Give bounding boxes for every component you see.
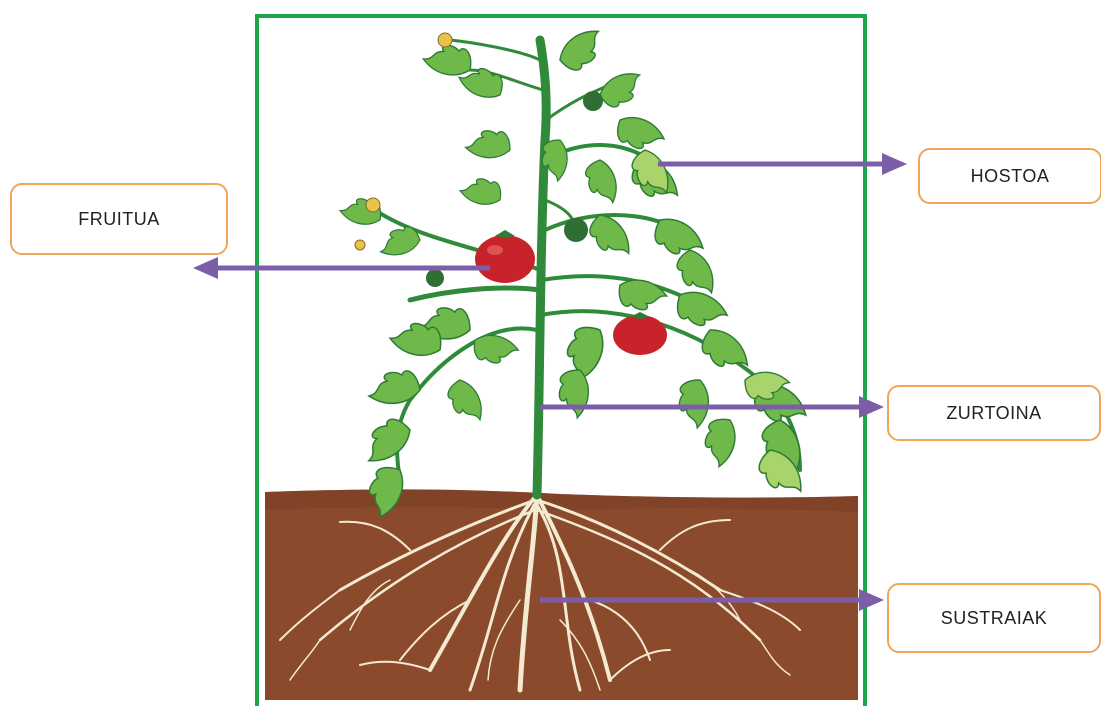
ripe-tomato-small <box>613 315 667 355</box>
label-fruit-text: FRUITUA <box>78 209 160 230</box>
label-stem-text: ZURTOINA <box>946 403 1041 424</box>
label-leaf-text: HOSTOA <box>971 166 1050 187</box>
label-roots: SUSTRAIAK <box>887 583 1101 653</box>
arrow-icon <box>193 257 490 279</box>
arrow-icon <box>540 396 884 418</box>
label-stem: ZURTOINA <box>887 385 1101 441</box>
label-leaf: HOSTOA <box>918 148 1101 204</box>
label-fruit: FRUITUA <box>10 183 228 255</box>
ripe-tomato-large <box>475 235 535 283</box>
label-roots-text: SUSTRAIAK <box>941 608 1048 629</box>
leaves <box>338 25 811 521</box>
green-tomato <box>583 91 603 111</box>
green-tomato <box>564 218 588 242</box>
green-tomato <box>426 269 444 287</box>
arrow-icon <box>658 153 907 175</box>
